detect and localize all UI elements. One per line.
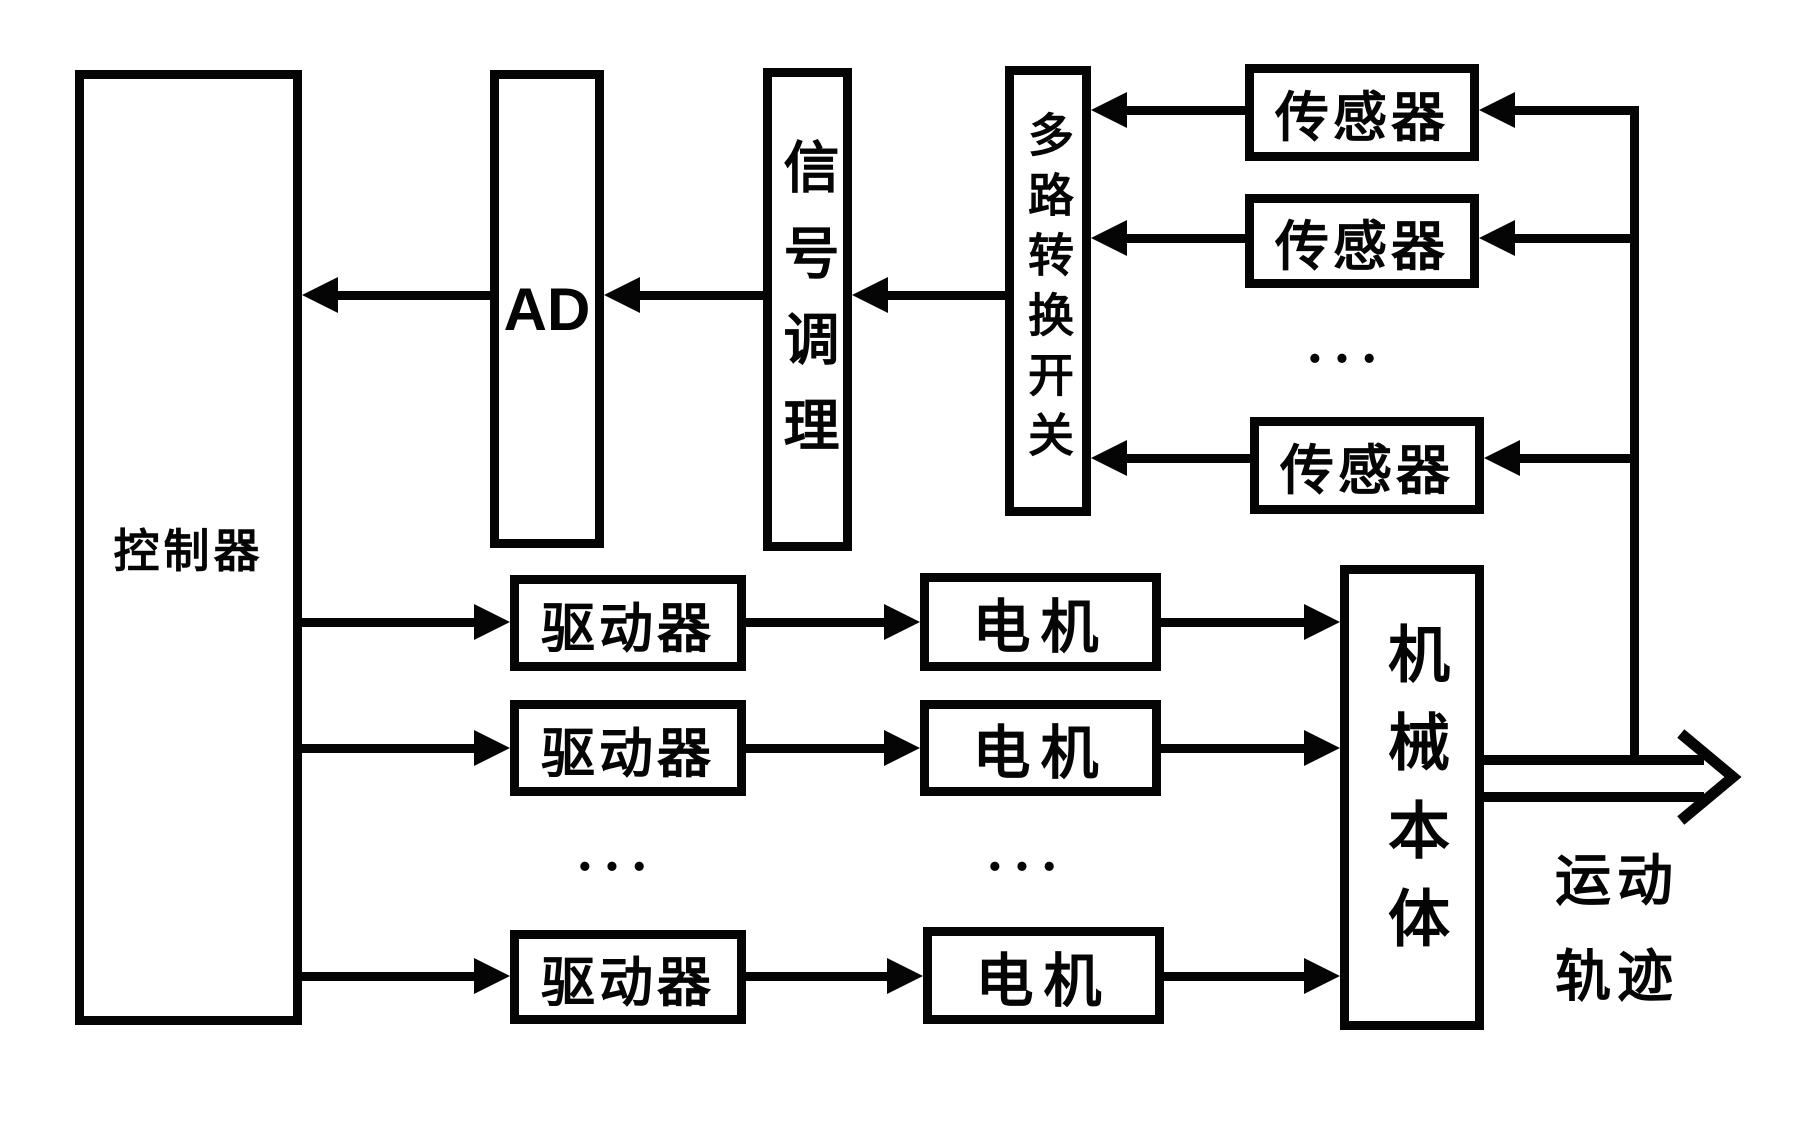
arrowhead-sensor3-into-mux-icon [1091,440,1127,476]
arrowhead-into-sensor1-icon [1479,92,1515,128]
line-ad-to-controller [332,291,490,300]
line-feedback-to-sensor3 [1514,454,1638,463]
sensor-block-2: 传感器 [1245,194,1479,288]
line-motor1-to-body [1161,618,1308,627]
line-motor3-to-body [1164,972,1308,981]
arrowhead-into-driver1-icon [474,604,510,640]
line-sigcond-to-ad [634,291,763,300]
arrowhead-sensor1-into-mux-icon [1091,92,1127,128]
line-sensor1-to-mux [1121,106,1245,115]
output-hollow-arrow-icon [1480,729,1742,825]
arrowhead-into-driver2-icon [474,730,510,766]
line-sensor2-to-mux [1121,234,1245,243]
arrowhead-motor3-into-body-icon [1304,958,1340,994]
line-controller-to-driver2 [302,744,478,753]
multiplexer-switch-block: 多路转换开关 [1005,66,1091,516]
sensor-block-3: 传感器 [1250,417,1484,514]
line-feedback-to-sensor1 [1509,106,1638,115]
arrowhead-into-motor1-icon [884,604,920,640]
arrowhead-into-sigcond-icon [852,277,888,313]
line-sensor3-to-mux [1121,454,1250,463]
feedback-vertical-line [1630,106,1639,764]
motor-block-2: 电机 [920,700,1161,796]
driver-block-1: 驱动器 [510,575,746,671]
arrowhead-sensor2-into-mux-icon [1091,220,1127,256]
line-feedback-to-sensor2 [1509,234,1638,243]
line-motor2-to-body [1161,744,1308,753]
motor-ellipsis: ••• [989,848,1071,884]
sensor-block-1: 传感器 [1245,64,1479,161]
driver-block-2: 驱动器 [510,700,746,796]
arrowhead-into-motor2-icon [884,730,920,766]
motion-trajectory-label: 运动轨迹 [1555,849,1679,1008]
arrowhead-motor1-into-body-icon [1304,604,1340,640]
sensor-ellipsis: ••• [1309,340,1391,376]
arrowhead-into-ad-icon [604,277,640,313]
line-driver1-to-motor1 [746,618,888,627]
signal-conditioning-block: 信号调理 [763,68,852,551]
ad-converter-block: AD [490,70,604,548]
line-controller-to-driver3 [302,972,478,981]
line-mux-to-sigcond [882,291,1005,300]
arrowhead-into-sensor2-icon [1479,220,1515,256]
arrowhead-into-motor3-icon [887,958,923,994]
driver-block-3: 驱动器 [510,930,746,1024]
controller-block: 控制器 [75,70,302,1025]
arrowhead-into-driver3-icon [474,958,510,994]
line-driver2-to-motor2 [746,744,888,753]
output-arrow-head [1677,729,1742,825]
arrowhead-into-controller-icon [302,277,338,313]
motor-block-1: 电机 [920,573,1161,671]
line-controller-to-driver1 [302,618,478,627]
arrowhead-motor2-into-body-icon [1304,730,1340,766]
arrowhead-into-sensor3-icon [1484,440,1520,476]
driver-ellipsis: ••• [579,848,661,884]
motor-block-3: 电机 [923,927,1164,1024]
mechanical-body-block: 机械本体 [1340,565,1484,1030]
line-driver3-to-motor3 [746,972,891,981]
